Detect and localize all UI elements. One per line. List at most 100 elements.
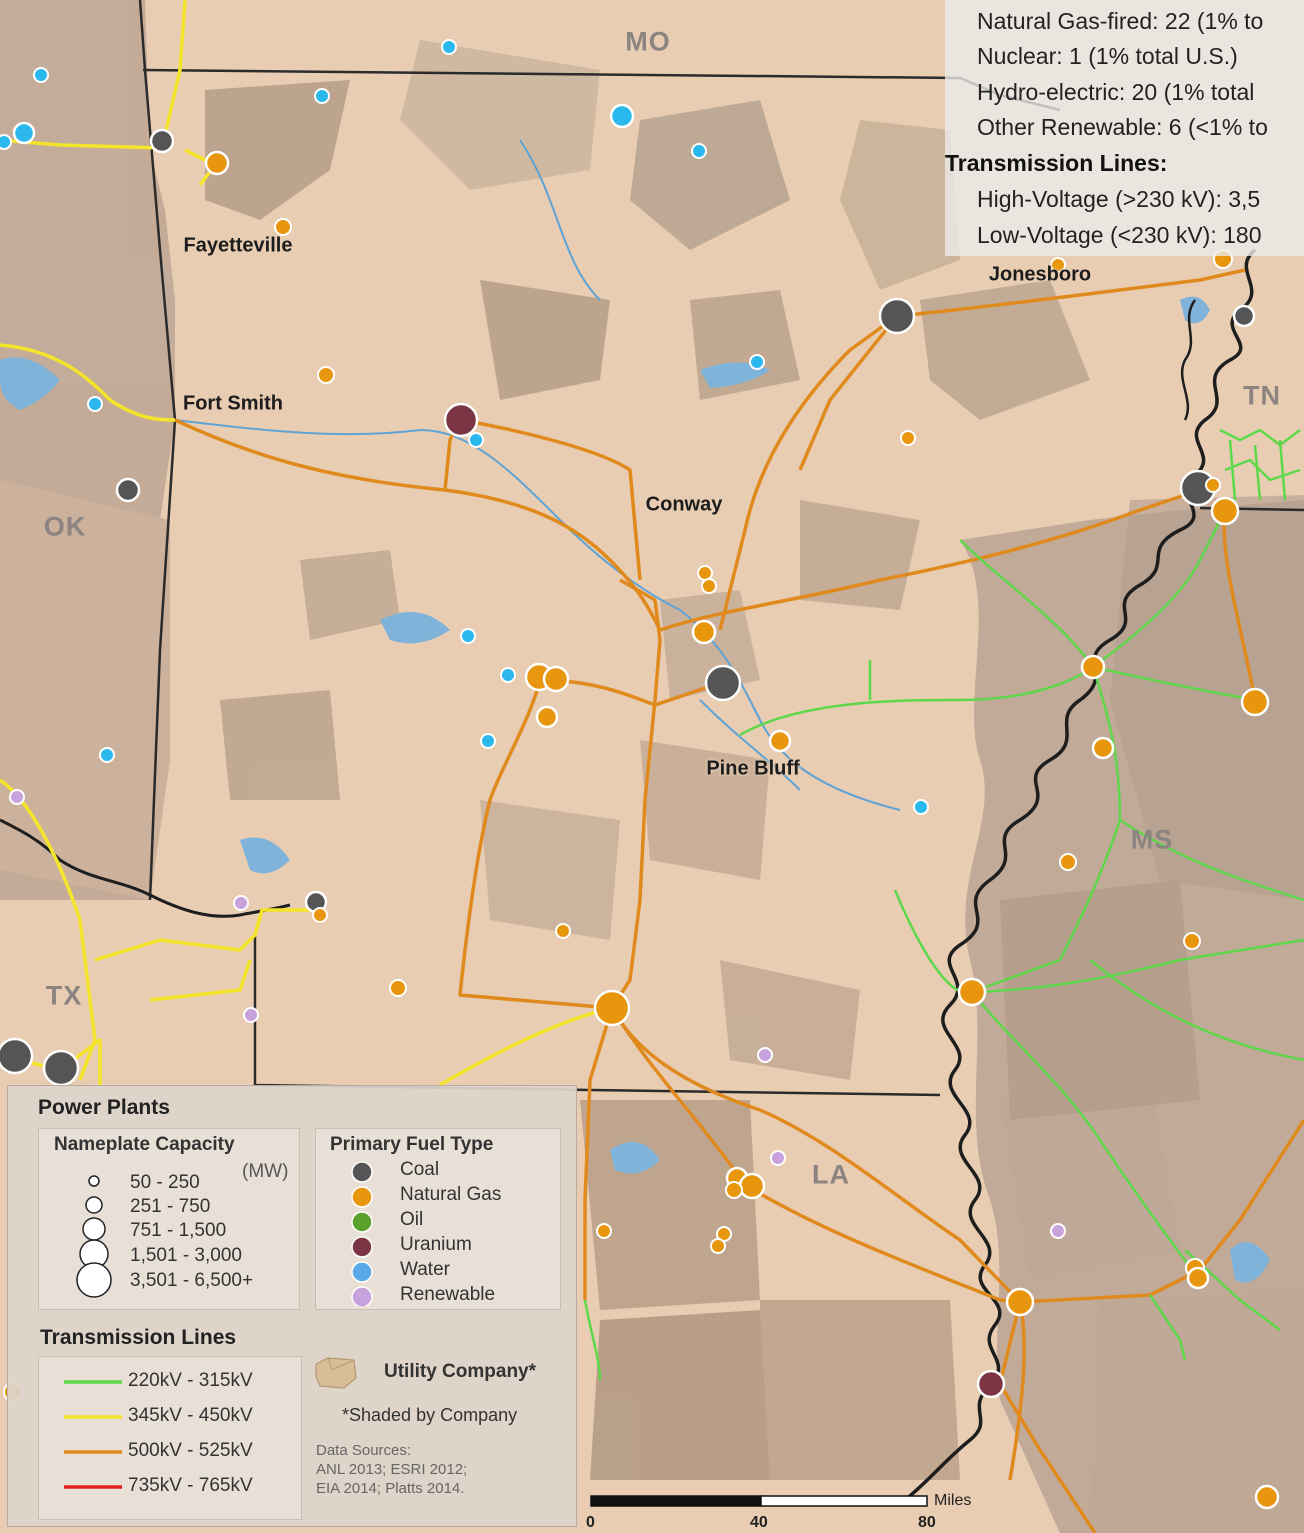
power-plant-water-51[interactable] xyxy=(691,143,707,159)
power-plant-gas-16[interactable] xyxy=(691,619,717,645)
power-plant-coal-5[interactable] xyxy=(115,477,141,503)
power-plant-renewable-67[interactable] xyxy=(1050,1223,1066,1239)
power-plant-water-55[interactable] xyxy=(87,396,103,412)
legend-transmission-swatches xyxy=(64,1380,122,1489)
scale-bar xyxy=(590,1495,928,1507)
power-plant-renewable-62[interactable] xyxy=(9,789,25,805)
power-plant-gas-24[interactable] xyxy=(1091,736,1115,760)
utility-company-label: Utility Company* xyxy=(384,1361,537,1382)
power-plant-gas-39[interactable] xyxy=(710,1238,726,1254)
summary-renewable: Other Renewable: 6 (<1% to xyxy=(977,114,1268,140)
power-plant-coal-0[interactable] xyxy=(149,128,175,154)
city-label-conway: Conway xyxy=(645,493,723,516)
power-plant-gas-29[interactable] xyxy=(389,979,407,997)
power-plant-gas-32[interactable] xyxy=(312,907,328,923)
power-plant-gas-40[interactable] xyxy=(596,1223,612,1239)
legend-capacity-circles xyxy=(76,1175,112,1298)
power-plant-gas-7[interactable] xyxy=(900,430,916,446)
map-legend: Power Plants Nameplate Capacity (MW) 50 … xyxy=(7,1085,577,1527)
power-plants xyxy=(0,39,1280,1510)
power-plant-gas-28[interactable] xyxy=(555,923,571,939)
power-plant-gas-25[interactable] xyxy=(1059,853,1077,871)
power-plant-water-58[interactable] xyxy=(500,667,516,683)
capacity-class-4: 1,501 - 3,000 xyxy=(130,1245,242,1266)
power-plant-gas-13[interactable] xyxy=(1210,496,1240,526)
power-plant-gas-37[interactable] xyxy=(725,1181,743,1199)
capacity-circle-3 xyxy=(82,1217,106,1241)
power-plant-water-59[interactable] xyxy=(480,733,496,749)
power-plant-gas-2[interactable] xyxy=(274,218,292,236)
power-plant-water-61[interactable] xyxy=(913,799,929,815)
power-plant-gas-45[interactable] xyxy=(1254,1484,1280,1510)
legend-transmission-title: Transmission Lines xyxy=(40,1326,237,1349)
power-plant-gas-12[interactable] xyxy=(1205,477,1221,493)
power-plant-gas-20[interactable] xyxy=(535,705,559,729)
power-plant-water-50[interactable] xyxy=(609,103,635,129)
power-plant-water-57[interactable] xyxy=(460,628,476,644)
power-plant-gas-41[interactable] xyxy=(1005,1287,1035,1317)
power-plant-water-48[interactable] xyxy=(33,67,49,83)
fuel-label-uranium: Uranium xyxy=(400,1234,472,1255)
state-label-tn: TN xyxy=(1243,380,1281,411)
power-plant-gas-8[interactable] xyxy=(1050,257,1066,273)
fuel-swatch-coal xyxy=(351,1161,373,1183)
power-plant-water-49[interactable] xyxy=(314,88,330,104)
legend-capacity-unit: (MW) xyxy=(242,1161,289,1182)
power-plant-water-53[interactable] xyxy=(0,134,12,150)
power-plant-coal-6[interactable] xyxy=(878,297,916,335)
tx-label-735: 735kV - 765kV xyxy=(128,1475,253,1496)
summary-low-voltage: Low-Voltage (<230 kV): 180 xyxy=(977,222,1262,248)
power-plant-coal-34[interactable] xyxy=(42,1049,80,1087)
state-label-ms: MS xyxy=(1130,824,1174,855)
power-plant-renewable-65[interactable] xyxy=(757,1047,773,1063)
water-bodies xyxy=(0,296,1270,1283)
power-plant-uranium-42[interactable] xyxy=(976,1369,1006,1399)
state-label-tx: TX xyxy=(45,980,83,1011)
power-plant-water-52[interactable] xyxy=(12,121,36,145)
power-plant-gas-3[interactable] xyxy=(317,366,335,384)
power-plant-gas-44[interactable] xyxy=(1186,1266,1210,1290)
power-plant-gas-26[interactable] xyxy=(1183,932,1201,950)
city-label-fort-smith: Fort Smith xyxy=(183,392,283,415)
legend-capacity-title: Nameplate Capacity xyxy=(54,1134,235,1155)
legend-power-plants-title: Power Plants xyxy=(38,1096,170,1119)
legend-fuel-swatches xyxy=(351,1161,373,1306)
power-plant-water-54[interactable] xyxy=(749,354,765,370)
power-plant-coal-10[interactable] xyxy=(1232,304,1256,328)
power-plant-gas-15[interactable] xyxy=(701,578,717,594)
fuel-swatch-natural-gas xyxy=(351,1186,373,1208)
capacity-class-3: 751 - 1,500 xyxy=(130,1220,227,1241)
mississippi-river xyxy=(903,248,1257,1502)
power-plant-renewable-63[interactable] xyxy=(233,895,249,911)
power-plant-coal-17[interactable] xyxy=(704,664,742,702)
rivers xyxy=(174,139,901,811)
summary-high-voltage: High-Voltage (>230 kV): 3,5 xyxy=(977,186,1261,212)
capacity-circle-2 xyxy=(85,1196,103,1214)
power-plant-gas-14[interactable] xyxy=(697,565,713,581)
power-plant-gas-27[interactable] xyxy=(957,977,987,1007)
state-label-la: LA xyxy=(812,1159,850,1190)
power-plant-gas-19[interactable] xyxy=(542,665,570,693)
power-plant-uranium-4[interactable] xyxy=(443,402,479,438)
power-plant-water-60[interactable] xyxy=(99,747,115,763)
utility-company-swatch xyxy=(315,1357,357,1389)
power-plant-gas-22[interactable] xyxy=(1080,654,1106,680)
power-plant-gas-36[interactable] xyxy=(738,1172,766,1200)
power-plant-coal-33[interactable] xyxy=(0,1037,34,1075)
power-plant-renewable-66[interactable] xyxy=(770,1150,786,1166)
data-sources-1: Data Sources: xyxy=(316,1442,412,1459)
power-plant-water-56[interactable] xyxy=(468,432,484,448)
power-plant-gas-21[interactable] xyxy=(768,729,792,753)
utility-company-note: *Shaded by Company xyxy=(342,1405,518,1425)
power-plant-gas-23[interactable] xyxy=(1240,687,1270,717)
scale-tick-80: 80 xyxy=(918,1514,936,1531)
power-plant-gas-30[interactable] xyxy=(593,989,631,1027)
summary-transmission-heading: Transmission Lines: xyxy=(945,150,1168,176)
scale-tick-40: 40 xyxy=(750,1514,768,1531)
power-plant-gas-1[interactable] xyxy=(204,150,230,176)
power-plant-renewable-64[interactable] xyxy=(243,1007,259,1023)
city-label-jonesboro: Jonesboro xyxy=(988,263,1092,286)
power-plant-water-47[interactable] xyxy=(441,39,457,55)
